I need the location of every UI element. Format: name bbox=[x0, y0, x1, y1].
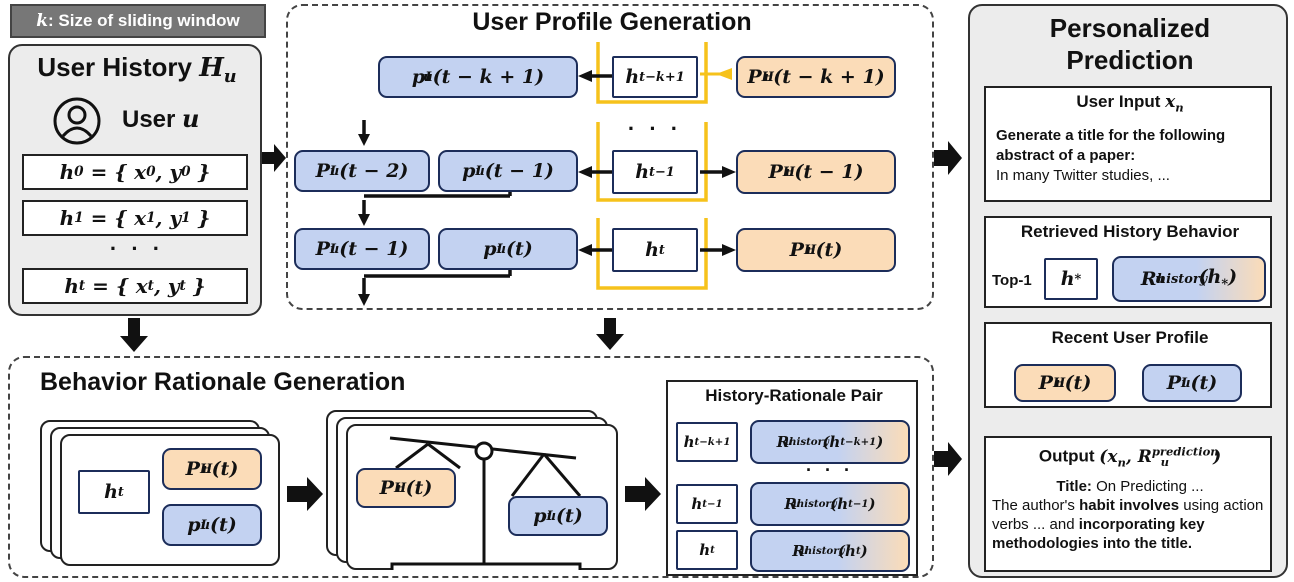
user-input-title: User Input xn bbox=[1076, 92, 1184, 115]
rationale-gen-title: Behavior Rationale Generation bbox=[40, 368, 406, 396]
output-title-line: Title: On Predicting ... bbox=[1056, 478, 1204, 495]
recent-profile-title: Recent User Profile bbox=[1051, 328, 1209, 347]
output-title: Output (xn, Rpredictionu) bbox=[1038, 444, 1222, 470]
retrieved-title: Retrieved History Behavior bbox=[1020, 222, 1240, 241]
user-avatar-icon bbox=[52, 96, 102, 146]
prediction-title: Personalized Prediction bbox=[1049, 13, 1211, 75]
user-history-title: User History Hu bbox=[37, 52, 237, 88]
top1-label: Top-1 bbox=[992, 272, 1032, 289]
user-label: User u bbox=[122, 104, 200, 133]
profile-dots: · · · bbox=[627, 116, 683, 141]
output-rationale: The author's habit involves using action… bbox=[992, 497, 1264, 552]
sliding-window-label: k: Size of sliding window bbox=[10, 4, 266, 38]
user-input-prompt: Generate a title for the following abstr… bbox=[996, 127, 1226, 184]
output-panel: Output (xn, Rpredictionu) Title: On Pred… bbox=[984, 436, 1272, 572]
profile-gen-title: User Profile Generation bbox=[472, 8, 752, 36]
pair-dots: · · · bbox=[806, 460, 854, 480]
user-input-panel: User Input xn Generate a title for the f… bbox=[984, 86, 1272, 202]
rationale-generation-panel: Behavior Rationale Generation bbox=[8, 356, 934, 578]
balance-scale-icon bbox=[389, 436, 582, 570]
user-profile-generation-panel: User Profile Generation bbox=[286, 4, 934, 310]
pair-title: History-Rationale Pair bbox=[705, 386, 883, 405]
retrieved-h-star: h* bbox=[1044, 258, 1098, 300]
history-dots: · · · bbox=[109, 236, 165, 261]
